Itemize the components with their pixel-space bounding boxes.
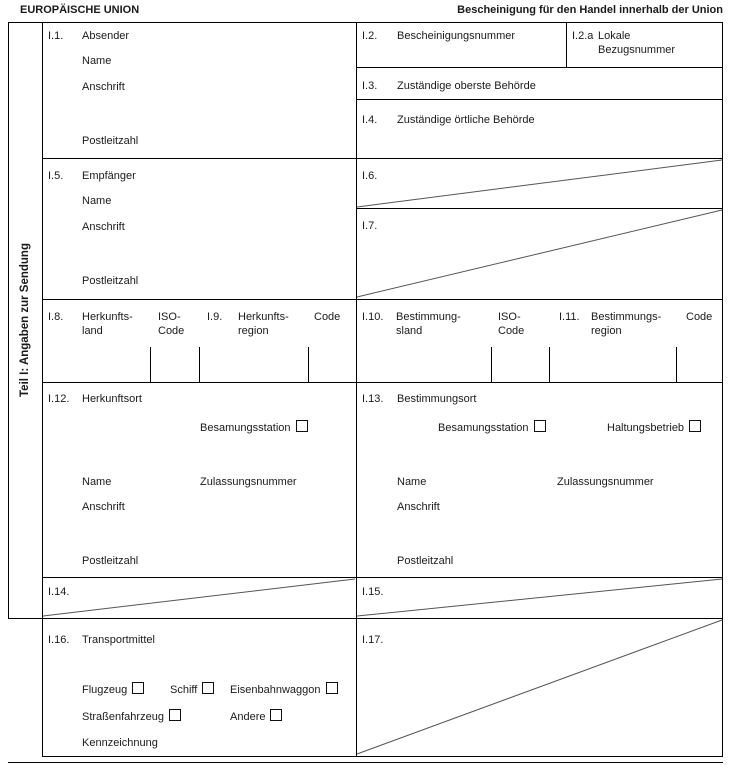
i7-number: I.7.: [362, 220, 378, 232]
i5-label: Empfänger: [82, 170, 136, 182]
i10-number: I.10.: [362, 311, 384, 323]
i3-label: Zuständige oberste Behörde: [397, 80, 536, 92]
i15-number: I.15.: [362, 586, 384, 598]
i5-number: I.5.: [48, 170, 64, 182]
i16-label: Transportmittel: [82, 634, 155, 646]
i2a-label: Lokale Bezugsnummer: [598, 30, 676, 56]
i8-label: Herkunfts-land: [82, 311, 133, 337]
i13-besamungsstation: Besamungsstation: [438, 420, 546, 435]
i11-number: I.11.: [559, 311, 580, 323]
header-title: Bescheinigung für den Handel innerhalb d…: [457, 4, 723, 16]
sidebar-label: Teil I: Angaben zur Sendung: [19, 243, 32, 397]
i16-eisenbahnwaggon-checkbox[interactable]: [325, 682, 338, 694]
i13-haltungsbetrieb-label: Haltungsbetrieb: [607, 422, 685, 434]
i10-iso-label: ISO-Code: [498, 311, 525, 337]
i16-option-andere: Andere: [230, 709, 283, 724]
i16-andere-checkbox[interactable]: [270, 709, 283, 721]
i1-postcode-label: Postleitzahl: [82, 135, 139, 147]
i9-label: Herkunfts-region: [238, 311, 289, 337]
i1-label: Absender: [82, 30, 130, 42]
i8-iso-label: ISO-Code: [158, 311, 185, 337]
i16-flugzeug-checkbox[interactable]: [132, 682, 145, 694]
i2a-number: I.2.a: [572, 30, 594, 42]
i17-number: I.17.: [362, 634, 384, 646]
sidebar-teil-1: Teil I: Angaben zur Sendung: [8, 22, 42, 618]
i1-number: I.1.: [48, 30, 64, 42]
i8-number: I.8.: [48, 311, 64, 323]
i12-besamungsstation: Besamungsstation: [200, 420, 308, 435]
i16-option-flugzeug: Flugzeug: [82, 682, 145, 697]
i13-haltungsbetrieb: Haltungsbetrieb: [607, 420, 702, 435]
i13-name-label: Name: [397, 476, 427, 488]
i13-number: I.13.: [362, 393, 384, 405]
i1-address-label: Anschrift: [82, 81, 125, 93]
i11-label: Bestimmungs-region: [591, 311, 662, 337]
i4-label: Zuständige örtliche Behörde: [397, 114, 535, 126]
i16-schiff-checkbox[interactable]: [202, 682, 215, 694]
i16-andere-label: Andere: [230, 711, 266, 723]
i13-besamungsstation-label: Besamungsstation: [438, 422, 529, 434]
i12-besamungsstation-checkbox[interactable]: [295, 420, 308, 432]
i5-address-label: Anschrift: [82, 221, 125, 233]
i3-number: I.3.: [362, 80, 378, 92]
i9-code-label: Code: [314, 311, 341, 323]
i16-number: I.16.: [48, 634, 70, 646]
i12-name-label: Name: [82, 476, 112, 488]
i12-postcode-label: Postleitzahl: [82, 555, 139, 567]
i2-number: I.2.: [362, 30, 378, 42]
i16-option-strassenfahrzeug: Straßenfahrzeug: [82, 709, 181, 724]
i16-option-eisenbahnwaggon: Eisenbahnwaggon: [230, 682, 338, 697]
i12-address-label: Anschrift: [82, 501, 125, 513]
i1-name-label: Name: [82, 55, 112, 67]
i4-number: I.4.: [362, 114, 378, 126]
i16-strassenfahrzeug-checkbox[interactable]: [168, 709, 181, 721]
i13-haltungsbetrieb-checkbox[interactable]: [689, 420, 702, 432]
i9-number: I.9.: [207, 311, 223, 323]
i13-label: Bestimmungsort: [397, 393, 477, 405]
i14-number: I.14.: [48, 586, 70, 598]
i16-marking-label: Kennzeichnung: [82, 737, 158, 749]
i16-schiff-label: Schiff: [170, 684, 198, 696]
i13-postcode-label: Postleitzahl: [397, 555, 454, 567]
i5-name-label: Name: [82, 195, 112, 207]
i13-approval-label: Zulassungsnummer: [557, 476, 654, 488]
i16-option-schiff: Schiff: [170, 682, 215, 697]
i13-address-label: Anschrift: [397, 501, 440, 513]
i12-number: I.12.: [48, 393, 70, 405]
header-org: EUROPÄISCHE UNION: [20, 4, 140, 16]
i16-flugzeug-label: Flugzeug: [82, 684, 128, 696]
i12-besamungsstation-label: Besamungsstation: [200, 422, 291, 434]
i6-number: I.6.: [362, 170, 378, 182]
i2-label: Bescheinigungsnummer: [397, 30, 516, 42]
i13-besamungsstation-checkbox[interactable]: [533, 420, 546, 432]
i16-eisenbahnwaggon-label: Eisenbahnwaggon: [230, 684, 321, 696]
i12-label: Herkunftsort: [82, 393, 142, 405]
i12-approval-label: Zulassungsnummer: [200, 476, 297, 488]
i5-postcode-label: Postleitzahl: [82, 275, 139, 287]
i16-strassenfahrzeug-label: Straßenfahrzeug: [82, 711, 164, 723]
i11-code-label: Code: [686, 311, 713, 323]
i10-label: Bestimmung-sland: [396, 311, 461, 337]
